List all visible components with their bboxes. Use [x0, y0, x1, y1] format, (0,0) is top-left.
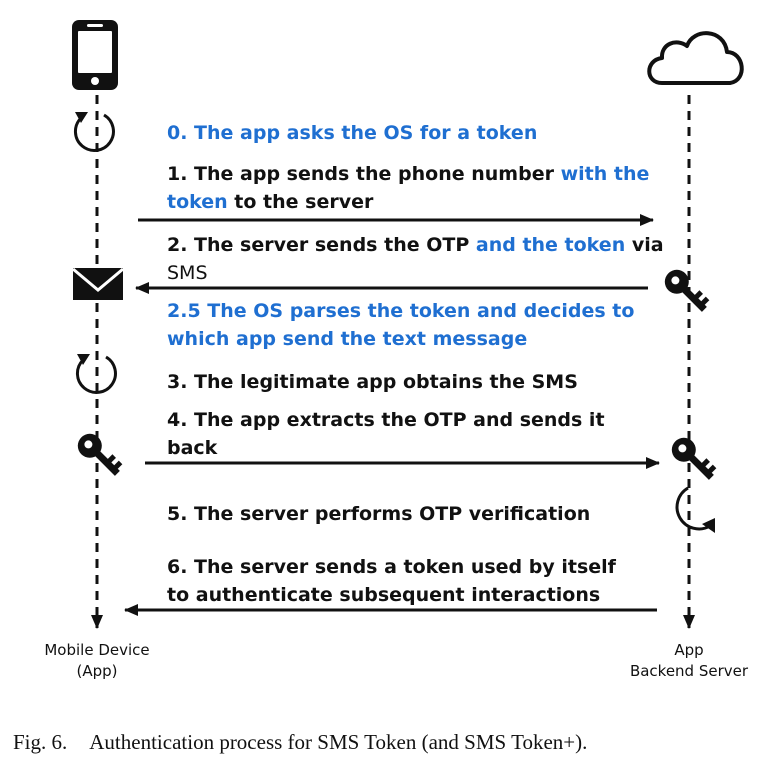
step-2-5-line-1: 2.5 The OS parses the token and decides …	[167, 300, 635, 322]
key-icon	[671, 437, 717, 480]
mobile-device-label-line-2: (App)	[76, 662, 118, 680]
step-1-highlight: with the	[560, 163, 650, 185]
step-2-highlight: and the token	[475, 234, 626, 256]
step-5-text: 5. The server performs OTP verification	[167, 503, 591, 525]
step-1-text-cont: to the server	[227, 191, 374, 213]
step-1-line-1: 1. The app sends the phone number with t…	[167, 160, 649, 188]
mobile-device-label-line-1: Mobile Device	[44, 641, 150, 659]
backend-server-label-line-1: App	[674, 641, 704, 659]
step-6-line-2: to authenticate subsequent interactions	[167, 584, 601, 606]
backend-server-label-line-2: Backend Server	[629, 662, 749, 680]
key-icon	[77, 433, 123, 476]
backend-server-label: App Backend Server	[609, 640, 769, 682]
step-1-line-2: token to the server	[167, 188, 373, 216]
step-4-line-2: back	[167, 437, 218, 459]
step-2-text-end: via	[625, 234, 664, 256]
step-2-line-2: SMS	[167, 262, 208, 284]
refresh-icon	[75, 354, 117, 394]
step-1-highlight-cont: token	[167, 191, 228, 213]
step-2-line-1: 2. The server sends the OTP and the toke…	[167, 231, 664, 259]
step-2-text: 2. The server sends the OTP	[167, 234, 476, 256]
step-1-text: 1. The app sends the phone number	[167, 163, 561, 185]
smartphone-icon	[72, 20, 118, 90]
mobile-device-label: Mobile Device (App)	[22, 640, 172, 682]
step-4-line-1: 4. The app extracts the OTP and sends it	[167, 409, 605, 431]
figure-caption-text: Authentication process for SMS Token (an…	[89, 730, 588, 754]
figure-caption: Fig. 6. Authentication process for SMS To…	[13, 730, 587, 755]
key-icon	[664, 269, 710, 312]
step-2-5-line-2: which app send the text message	[167, 328, 528, 350]
envelope-icon	[72, 267, 124, 300]
figure-caption-label: Fig. 6.	[13, 730, 68, 754]
step-0-text: 0. The app asks the OS for a token	[167, 122, 538, 144]
refresh-icon	[675, 486, 715, 533]
step-6-line-1: 6. The server sends a token used by itse…	[167, 556, 616, 578]
refresh-icon	[73, 112, 115, 152]
cloud-icon	[647, 31, 744, 85]
step-3-text: 3. The legitimate app obtains the SMS	[167, 371, 578, 393]
